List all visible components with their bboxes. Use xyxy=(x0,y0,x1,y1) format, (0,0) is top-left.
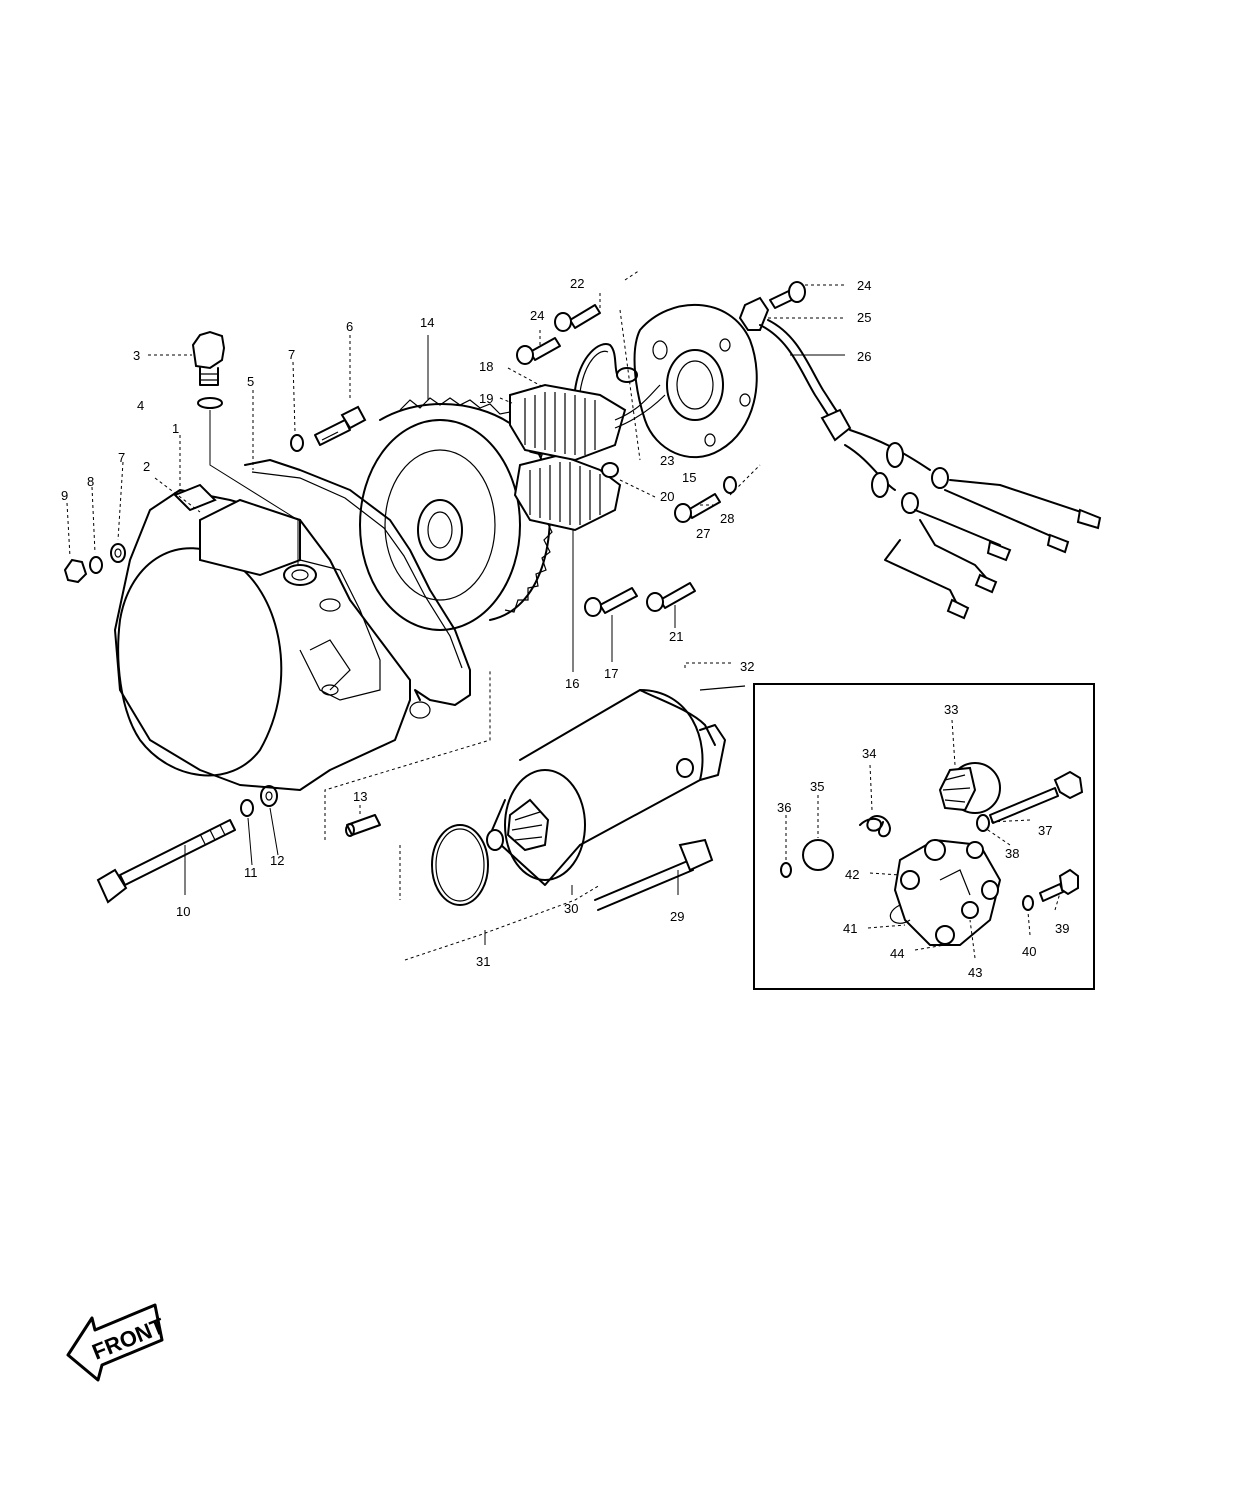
callout-11: 11 xyxy=(244,865,258,880)
callout-labels: 1 2 3 4 5 6 7 7 8 9 10 11 12 13 14 15 16… xyxy=(61,276,1069,980)
bolt-6 xyxy=(314,405,367,446)
leader-lines xyxy=(66,269,1061,961)
callout-23: 23 xyxy=(660,453,674,468)
washer-38 xyxy=(976,814,990,832)
callout-40: 40 xyxy=(1022,944,1036,959)
washer-28 xyxy=(723,476,737,494)
gasket xyxy=(244,459,471,706)
callout-22: 22 xyxy=(570,276,584,291)
o-ring xyxy=(431,824,489,906)
callout-17: 17 xyxy=(604,666,618,681)
callout-26: 26 xyxy=(857,349,871,364)
callout-5: 5 xyxy=(247,374,254,389)
callout-36: 36 xyxy=(777,800,791,815)
washer-40 xyxy=(1022,895,1034,911)
callout-25: 25 xyxy=(857,310,871,325)
callout-41: 41 xyxy=(843,921,857,936)
callout-30: 30 xyxy=(564,901,578,916)
callout-43: 43 xyxy=(968,965,982,980)
through-bolt-39 xyxy=(1039,868,1079,902)
bolt-10 xyxy=(96,819,236,904)
generator-cover xyxy=(114,483,431,791)
coil-lead-wire xyxy=(574,343,626,391)
pinion-spring xyxy=(859,815,891,838)
pickup-plate xyxy=(633,303,758,459)
callout-16: 16 xyxy=(565,676,579,691)
wiring-harness xyxy=(759,319,1102,620)
callout-2: 2 xyxy=(143,459,150,474)
callout-19: 19 xyxy=(479,391,493,406)
callout-8: 8 xyxy=(87,474,94,489)
rotor-flywheel xyxy=(359,397,554,631)
callout-15: 15 xyxy=(682,470,696,485)
callout-42: 42 xyxy=(845,867,859,882)
starter-cable xyxy=(594,838,714,911)
callout-24-right: 24 xyxy=(857,278,871,293)
grommet-23 xyxy=(616,367,638,383)
callout-1: 1 xyxy=(172,421,179,436)
callout-44: 44 xyxy=(890,946,904,961)
sleeve-35 xyxy=(802,839,834,871)
callout-10: 10 xyxy=(176,904,190,919)
clip-36 xyxy=(780,862,792,878)
callout-29: 29 xyxy=(670,909,684,924)
callout-4: 4 xyxy=(137,398,144,413)
starter-pinion xyxy=(938,762,1001,814)
callout-9: 9 xyxy=(61,488,68,503)
callout-37: 37 xyxy=(1038,823,1052,838)
filler-cap xyxy=(191,330,226,409)
callout-14: 14 xyxy=(420,315,434,330)
screw-22 xyxy=(554,304,601,332)
washer-7-top xyxy=(290,434,304,452)
front-direction-arrow: FRONT xyxy=(66,1303,169,1382)
screw-27 xyxy=(674,493,721,523)
callout-34: 34 xyxy=(862,746,876,761)
callout-38: 38 xyxy=(1005,846,1019,861)
screw-24-left xyxy=(516,337,561,365)
starter-detail-box xyxy=(753,683,1095,990)
collar-20 xyxy=(601,462,619,478)
callout-7-left: 7 xyxy=(118,450,125,465)
callout-13: 13 xyxy=(353,789,367,804)
callout-28: 28 xyxy=(720,511,734,526)
nut-and-washers-left xyxy=(63,543,126,584)
brush-holder-assembly xyxy=(889,838,1002,946)
callout-7-top: 7 xyxy=(288,347,295,362)
callout-21: 21 xyxy=(669,629,683,644)
callout-27: 27 xyxy=(696,526,710,541)
callout-31: 31 xyxy=(476,954,490,969)
callout-24-left: 24 xyxy=(530,308,544,323)
callout-32: 32 xyxy=(740,659,754,674)
callout-3: 3 xyxy=(133,348,140,363)
washer-12 xyxy=(260,785,278,807)
stator-coil-upper xyxy=(509,383,627,462)
screw-21 xyxy=(646,582,696,612)
screw-24-right xyxy=(769,281,806,309)
callout-35: 35 xyxy=(810,779,824,794)
through-bolt-37 xyxy=(989,770,1084,824)
starter-motor xyxy=(486,685,746,886)
washer-11 xyxy=(240,799,254,817)
dowel-pin xyxy=(345,814,381,837)
clamp-25 xyxy=(738,296,770,331)
callout-20: 20 xyxy=(660,489,674,504)
callout-12: 12 xyxy=(270,853,284,868)
callout-39: 39 xyxy=(1055,921,1069,936)
callout-6: 6 xyxy=(346,319,353,334)
screw-17 xyxy=(584,587,638,617)
callout-33: 33 xyxy=(944,702,958,717)
callout-18: 18 xyxy=(479,359,493,374)
